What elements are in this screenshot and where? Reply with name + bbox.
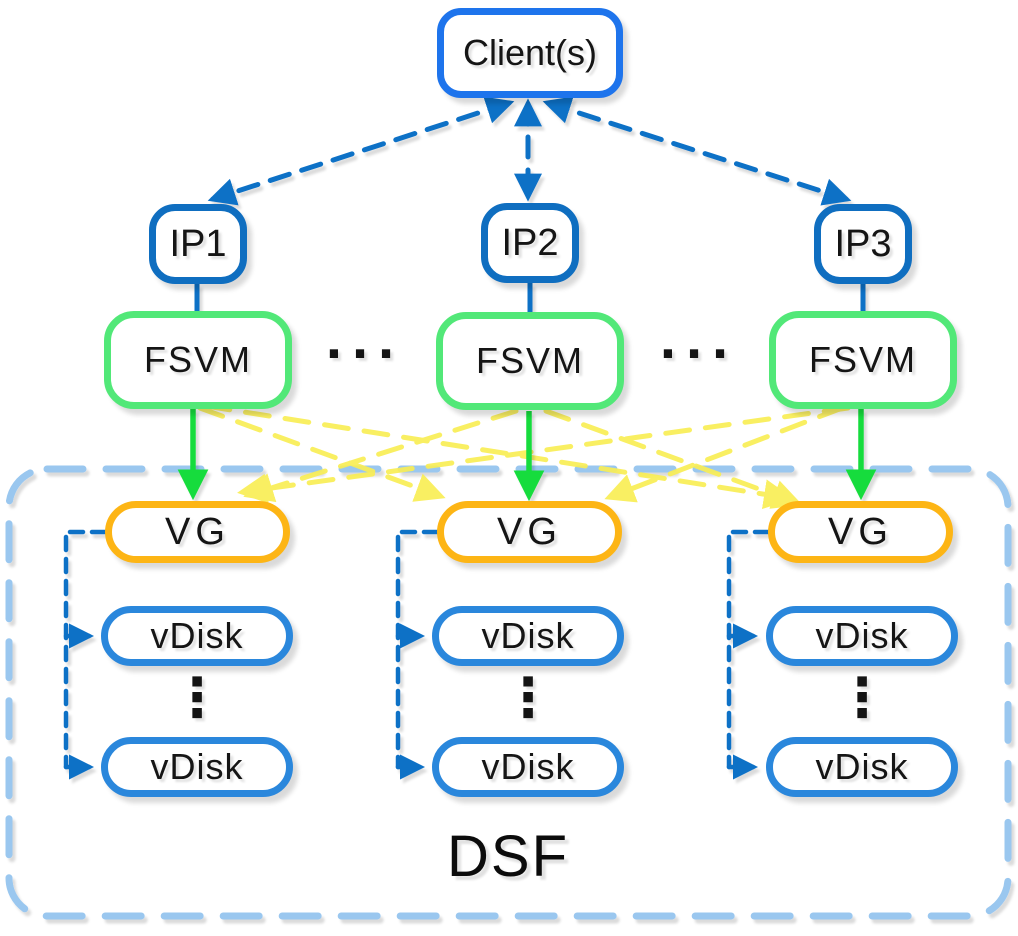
fsvm-vg-crosslinks bbox=[197, 403, 851, 510]
vg3-vdisk-trunk bbox=[726, 529, 771, 770]
ip1-label: IP1 bbox=[169, 222, 227, 265]
vg2-vdisk-trunk bbox=[395, 529, 440, 770]
vg-vdisk-links bbox=[63, 529, 771, 780]
client-node: Client(s) bbox=[437, 8, 623, 98]
ip-fsvm-links bbox=[194, 283, 866, 314]
crosslink-fsvm2-vg1 bbox=[243, 408, 519, 503]
vdisk3-bottom-node: vDisk bbox=[766, 737, 958, 797]
vg3-label: VG bbox=[828, 510, 893, 553]
ip2-node: IP2 bbox=[481, 203, 579, 283]
vdisk3-ellipsis: ⋮ bbox=[835, 668, 889, 728]
vg1-vdisk-trunk bbox=[63, 529, 108, 770]
vdisk2-bottom-node: vDisk bbox=[432, 737, 624, 797]
vg1-label: VG bbox=[165, 510, 230, 553]
ip3-label: IP3 bbox=[834, 222, 892, 265]
vdisk3-bottom-label: vDisk bbox=[815, 746, 909, 787]
vdisk2-top-node: vDisk bbox=[432, 606, 624, 666]
fsvm-ellipsis-right: ... bbox=[659, 306, 739, 371]
fsvm2-label: FSVM bbox=[475, 340, 584, 381]
fsvm1-label: FSVM bbox=[143, 339, 252, 380]
vdisk1-top-node: vDisk bbox=[101, 606, 293, 666]
vdisk1-top-label: vDisk bbox=[150, 615, 244, 656]
ip1-node: IP1 bbox=[149, 204, 247, 284]
crosslink-fsvm2-vg3 bbox=[543, 408, 803, 509]
vg1-node: VG bbox=[105, 501, 290, 563]
vdisk3-top-node: vDisk bbox=[766, 606, 958, 666]
vg2-label: VG bbox=[497, 510, 562, 553]
vdisk2-ellipsis: ⋮ bbox=[501, 668, 555, 728]
fsvm3-node: FSVM bbox=[769, 311, 957, 409]
crosslink-fsvm1-vg2 bbox=[197, 405, 446, 502]
fsvm-ellipsis-left: ... bbox=[325, 306, 405, 371]
client-ip3-link bbox=[542, 96, 852, 206]
vdisk2-top-label: vDisk bbox=[481, 615, 575, 656]
dsf-label: DSF bbox=[447, 823, 569, 889]
vdisk1-ellipsis: ⋮ bbox=[170, 668, 224, 728]
crosslink-fsvm3-vg2 bbox=[604, 405, 845, 503]
vdisk1-bottom-label: vDisk bbox=[150, 746, 244, 787]
vg3-node: VG bbox=[768, 501, 953, 563]
client-ip-links bbox=[207, 96, 852, 206]
client-ip1-link bbox=[207, 96, 515, 206]
fsvm-vg-arrows bbox=[177, 409, 877, 502]
vdisk3-top-label: vDisk bbox=[815, 615, 909, 656]
fsvm3-label: FSVM bbox=[808, 339, 917, 380]
crosslink-fsvm1-vg3 bbox=[203, 403, 794, 510]
ip2-label: IP2 bbox=[501, 221, 559, 264]
client-label: Client(s) bbox=[462, 32, 597, 73]
vdisk1-bottom-node: vDisk bbox=[101, 737, 293, 797]
ip3-node: IP3 bbox=[814, 204, 912, 284]
vdisk2-bottom-label: vDisk bbox=[481, 746, 575, 787]
fsvm2-node: FSVM bbox=[436, 312, 624, 410]
vg2-node: VG bbox=[437, 501, 622, 563]
fsvm1-node: FSVM bbox=[104, 311, 292, 409]
crosslink-fsvm3-vg1 bbox=[237, 405, 851, 504]
